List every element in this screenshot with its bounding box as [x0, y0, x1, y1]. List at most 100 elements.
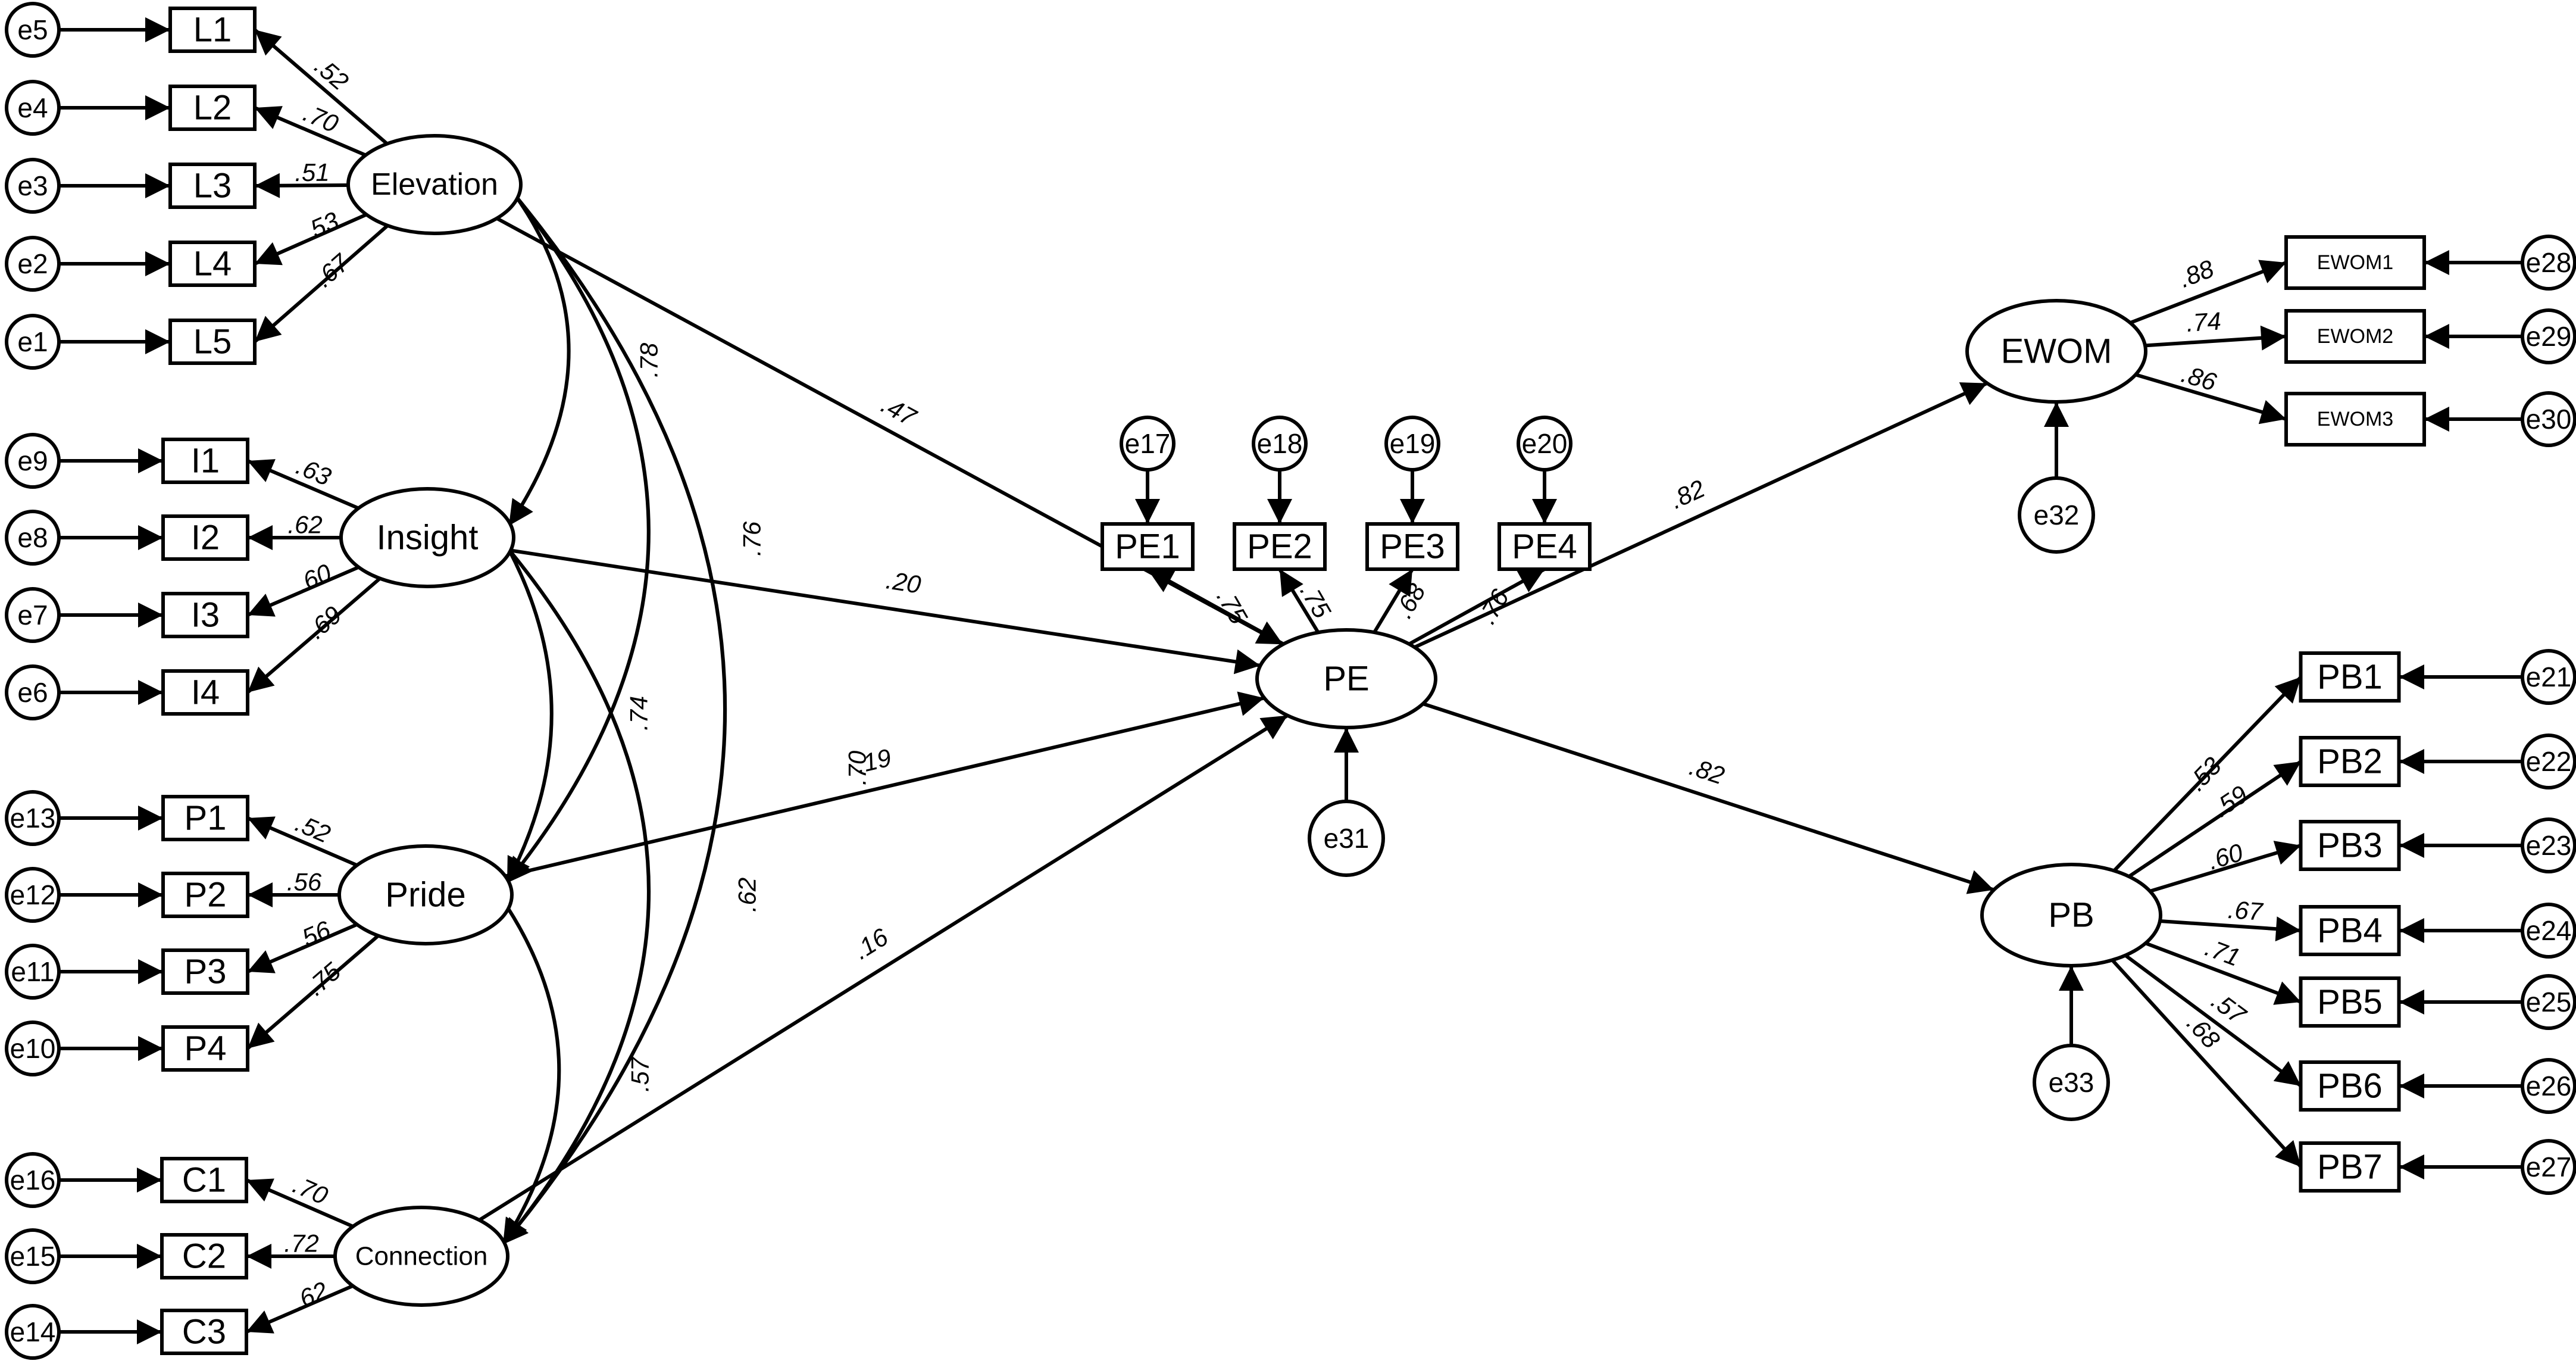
path-insight-pe-value: .20 [884, 566, 923, 598]
correlation-elevation-connection-value: .70 [843, 750, 871, 785]
indicator-ewom3-label: EWOM3 [2317, 408, 2393, 430]
correlation-insight-connection-arc [483, 522, 651, 1246]
indicator-pe4-loading-arrow [1408, 567, 1546, 646]
indicator-i4-label: I4 [191, 673, 220, 712]
error-pb7-circle [2521, 1139, 2576, 1195]
indicator-p1-loading-value: .52 [292, 809, 334, 848]
indicator-l5-loading-arrow [254, 224, 389, 344]
error-l3-label: e3 [17, 170, 48, 201]
indicator-pb1-loading-arrow [2112, 675, 2303, 872]
indicator-pb2-loading-value: .59 [2208, 780, 2253, 823]
error-c3-circle [5, 1304, 61, 1360]
indicator-l5-box [168, 319, 257, 365]
indicator-l2-loading-value: .70 [299, 99, 343, 138]
error-ewom2-label: e29 [2526, 321, 2572, 352]
indicator-pb4-label: PB4 [2317, 912, 2383, 950]
indicator-l1-loading-arrow [254, 28, 389, 145]
indicator-pb3-box [2299, 820, 2401, 871]
indicator-i3-box [161, 592, 249, 638]
indicator-i1-loading-value: .63 [292, 452, 335, 491]
indicator-p4-loading-arrow [246, 934, 380, 1050]
indicator-pb2-label: PB2 [2317, 742, 2383, 781]
error-i1-circle [5, 433, 61, 489]
error-p4-label: e10 [10, 1033, 56, 1064]
error-pb6-circle [2521, 1058, 2576, 1114]
error-p1-label: e13 [10, 803, 56, 834]
indicator-c1-loading-arrow [245, 1178, 354, 1228]
indicator-p4-box [161, 1025, 249, 1072]
indicator-i3-label: I3 [191, 596, 220, 635]
error-pb1-circle [2521, 649, 2576, 705]
path-pride-pe-arrow [505, 691, 1265, 878]
indicator-pe3-box [1365, 522, 1459, 571]
indicator-l4-box [168, 241, 257, 287]
error-p3-label: e11 [11, 956, 54, 987]
indicator-ewom3-box [2284, 392, 2426, 447]
error-pb2-circle [2521, 734, 2576, 789]
latent-connection-ellipse [333, 1206, 509, 1307]
error-ewom1-circle [2521, 235, 2576, 291]
error-ewom3-circle [2521, 391, 2576, 447]
indicator-c2-loading-value: .72 [284, 1229, 318, 1257]
error-i2-label: e8 [17, 522, 48, 553]
indicator-l2-box [168, 85, 257, 131]
error-i4-label: e6 [17, 677, 48, 708]
correlation-elevation-insight-value: .78 [635, 342, 663, 377]
indicator-l2-label: L2 [193, 89, 232, 127]
indicator-pe2-loading-arrow [1278, 568, 1320, 633]
indicator-l1-box [168, 7, 257, 53]
indicator-p3-loading-arrow [246, 922, 358, 973]
error-i1-label: e9 [17, 445, 48, 476]
path-pe-ewom-value: .82 [1666, 474, 1709, 514]
indicator-pe4-box [1498, 522, 1592, 571]
correlation-elevation-pride-value: .76 [738, 521, 766, 556]
error-c3-label: e14 [10, 1316, 56, 1347]
error-p1-circle [5, 790, 61, 846]
indicator-ewom1-label: EWOM1 [2317, 251, 2393, 274]
path-elevation-pe-arrow [496, 217, 1284, 646]
error-i3-circle [5, 587, 61, 643]
correlation-elevation-pride-arc [490, 169, 651, 884]
indicator-pb6-label: PB6 [2317, 1067, 2383, 1106]
indicator-pe2-loading-value: .75 [1295, 579, 1336, 623]
latent-pb-label: PB [2048, 896, 2094, 935]
indicator-i1-loading-arrow [246, 459, 359, 510]
indicator-c3-loading-arrow [245, 1284, 354, 1334]
correlation-pride-connection-arc [483, 879, 561, 1246]
indicator-pb4-loading-value: .67 [2227, 895, 2265, 926]
error-ewom1-label: e28 [2526, 247, 2572, 278]
error-pe1-label: e17 [1125, 428, 1171, 459]
indicator-p3-box [161, 948, 249, 995]
indicator-pb5-box [2299, 976, 2401, 1028]
indicator-pb4-box [2299, 905, 2401, 956]
indicator-pb1-box [2299, 651, 2401, 703]
indicator-l3-loading-arrow [254, 173, 349, 198]
error-l1-label: e5 [17, 14, 48, 45]
indicator-pb1-label: PB1 [2317, 658, 2383, 697]
indicator-c2-box [160, 1233, 248, 1279]
path-elevation-pe-value: .47 [877, 390, 921, 432]
indicator-ewom2-loading-arrow [2144, 325, 2287, 351]
indicator-i3-loading-arrow [246, 565, 359, 617]
error-pb7-label: e27 [2526, 1151, 2572, 1182]
error-pb1-label: e21 [2526, 661, 2572, 692]
error-pe1-circle [1120, 416, 1176, 472]
error-p3-circle [5, 944, 61, 1000]
error-ewom2-circle [2521, 308, 2576, 364]
error-pe4-label: e20 [1522, 428, 1568, 459]
error-pb3-circle [2521, 817, 2576, 873]
indicator-i2-box [161, 514, 249, 561]
error-pe2-circle [1252, 416, 1308, 472]
indicator-l5-label: L5 [193, 323, 232, 361]
latent-connection-label: Connection [355, 1242, 488, 1271]
indicator-ewom2-loading-value: .74 [2186, 307, 2222, 337]
indicator-i1-box [161, 438, 249, 484]
latent-insight-ellipse [339, 487, 515, 588]
indicator-i2-loading-value: .62 [287, 511, 322, 539]
indicator-pb2-loading-arrow [2128, 760, 2302, 878]
path-insight-pe-arrow [510, 548, 1261, 675]
error-e32-circle [2018, 476, 2095, 554]
indicator-l1-loading-value: .52 [310, 52, 354, 96]
indicator-pe2-box [1233, 522, 1327, 571]
error-c2-label: e15 [10, 1241, 56, 1272]
